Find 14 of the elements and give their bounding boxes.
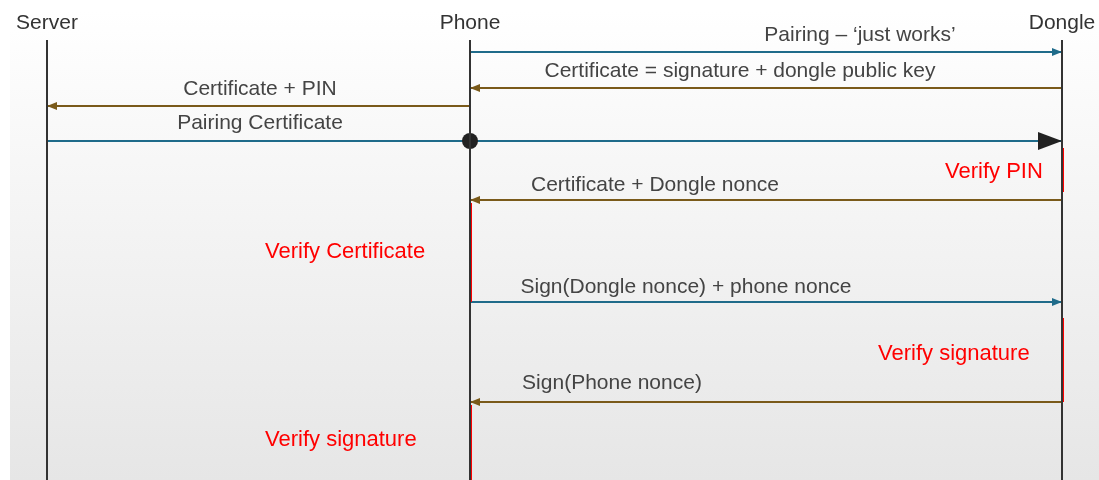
verification-note: Verify PIN [945, 158, 1043, 184]
verification-note: Verify signature [265, 426, 417, 452]
edge-label: Certificate + PIN [183, 76, 337, 100]
edge-label: Certificate + Dongle nonce [530, 172, 780, 196]
edge-label: Certificate = signature + dongle public key [544, 58, 936, 82]
edge-label: Sign(Phone nonce) [522, 370, 702, 394]
edge-label: Pairing Certificate [177, 110, 343, 134]
participant-name: Server [15, 10, 79, 34]
verification-note: Verify Certificate [265, 238, 426, 264]
participant-name: Phone [438, 10, 502, 34]
edge-label: Sign(Dongle nonce) + phone nonce [520, 274, 852, 298]
verification-note: Verify signature [878, 340, 1030, 366]
participant-name: Dongle [1027, 10, 1097, 34]
edge-label: Pairing – ‘just works’ [764, 22, 956, 46]
